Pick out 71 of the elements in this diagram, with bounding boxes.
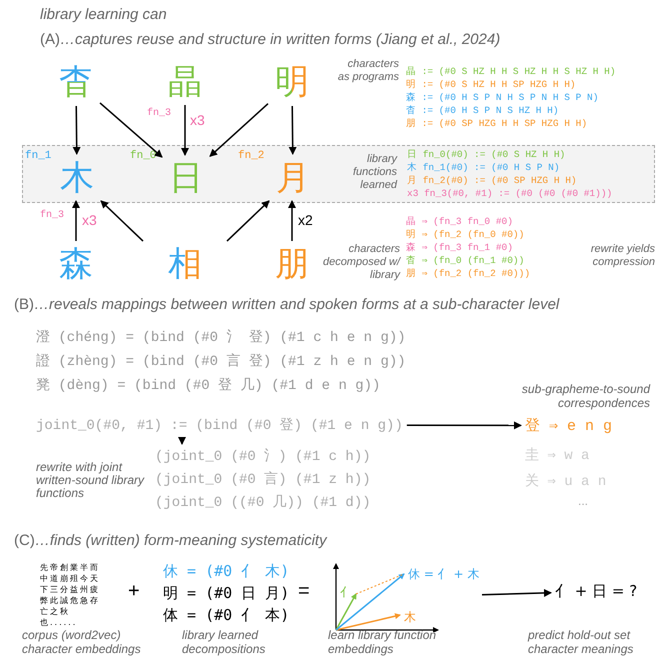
arrow: [72, 106, 81, 155]
code-line: 森 := (#0 H S P N H S P N H S P N): [406, 92, 598, 104]
caption: predict hold-out set character meanings: [528, 628, 634, 656]
code-line: 朋 := (#0 SP HZG H H SP HZG H H): [406, 118, 588, 130]
code-line: 杳 ⇒ (fn_0 (fn_1 #0)): [406, 255, 524, 267]
vector-label: 亻: [340, 584, 352, 601]
section-heading: (B)…reveals mappings between written and spoken forms at a sub-character level: [14, 296, 560, 313]
plus-sign: +: [128, 580, 140, 603]
code-line: (joint_0 (#0 氵) (#1 c h)): [155, 447, 371, 465]
caption: learn library function embeddings: [328, 628, 438, 656]
title: library learning can: [40, 6, 167, 23]
vector-label: 休 = 亻 + 木: [408, 566, 480, 583]
code-line: 明 := (#0 S HZ H H SP HZG H H): [406, 79, 576, 91]
code-line: (joint_0 ((#0 几)) (#1 d)): [155, 494, 371, 511]
library-band: [22, 145, 655, 203]
section-heading: (C)…finds (written) form-meaning systematicity: [14, 532, 327, 549]
edge-label: x3: [190, 112, 205, 128]
function-name: fn_3: [40, 210, 64, 221]
arrow: [226, 200, 270, 242]
code-line: 森 ⇒ (fn_3 fn_1 #0): [406, 242, 513, 254]
code-line: 杳 := (#0 H S P N S HZ H H): [406, 105, 559, 117]
code-line: x3 fn_3(#0, #1) := (#0 (#0 (#0 #1))): [407, 188, 612, 200]
chinese-character: 森: [56, 244, 96, 284]
function-name: fn_0: [130, 150, 156, 162]
arrow: [100, 200, 144, 242]
caption: characters decomposed w/ library: [322, 243, 400, 282]
ellipsis-text: ...: [578, 494, 588, 508]
equals-sign: =: [298, 580, 310, 603]
caption: characters as programs: [336, 58, 399, 84]
code-line: 月 fn_2(#0) := (#0 SP HZG H H): [407, 175, 577, 187]
arrow: [288, 200, 296, 241]
function-name: fn_1: [25, 150, 52, 162]
caption: library learned decompositions: [182, 628, 266, 656]
arrow: [100, 102, 163, 158]
edge-label: x3: [82, 212, 97, 228]
function-name: fn_2: [238, 150, 264, 162]
code-line: 晶 ⇒ (fn_3 fn_0 #0): [406, 216, 513, 228]
caption: rewrite yields compression: [590, 243, 655, 269]
mapping-text: 登 ⇒ e n g: [525, 416, 612, 435]
decomposition-line: 明 = (#0 日 月): [163, 584, 290, 603]
code-line: joint_0(#0, #1) := (bind (#0 登) (#1 e n g)): [36, 416, 403, 434]
chinese-character: 朋: [272, 244, 312, 284]
caption: rewrite with joint written-sound library functions: [36, 461, 146, 500]
code-line: 朋 ⇒ (fn_2 (fn_2 #0))): [406, 268, 530, 280]
edge-label: x2: [298, 212, 313, 228]
code-line: 木 fn_1(#0) := (#0 H S P N): [407, 162, 560, 174]
chinese-character: 晶: [165, 62, 205, 102]
code-line: 澄 (chéng) = (bind (#0 氵 登) (#1 c h e n g)): [36, 328, 406, 346]
code-line: 晶 := (#0 S HZ H H S HZ H H S HZ H H): [406, 66, 616, 78]
section-heading: (A)…captures reuse and structure in written forms (Jiang et al., 2024): [40, 31, 500, 48]
code-line: 證 (zhèng) = (bind (#0 言 登) (#1 z h e n g)): [36, 352, 406, 370]
arrow: [181, 105, 189, 156]
function-name: fn_3: [147, 108, 172, 119]
decomposition-line: 休 = (#0 亻 木): [163, 562, 290, 581]
decomposition-line: 体 = (#0 亻 本): [163, 606, 290, 625]
caption: sub-grapheme-to-sound correspondences: [520, 382, 650, 410]
band-label: library functions learned: [352, 153, 397, 192]
arrow: [209, 103, 268, 157]
arrow: [482, 588, 552, 597]
code-line: 明 ⇒ (fn_2 (fn_0 #0)): [406, 229, 524, 241]
query-text: 亻 + 日 = ?: [555, 582, 638, 601]
arrow: [178, 437, 186, 445]
code-line: 日 fn_0(#0) := (#0 S HZ H H): [407, 149, 566, 161]
arrow: [72, 200, 80, 241]
arrow: [406, 421, 522, 430]
vector-label: 木: [404, 609, 416, 626]
code-line: 凳 (dèng) = (bind (#0 登 几) (#1 d e n g)): [36, 376, 380, 394]
arrow: [288, 106, 297, 155]
code-line: (joint_0 (#0 言) (#1 z h)): [155, 470, 371, 488]
corpus-text: 先帝創業半而中道崩殂今天下三分益州疲弊此誠危急存亡之秋也......: [40, 562, 100, 628]
caption: corpus (word2vec) character embeddings: [22, 628, 142, 656]
